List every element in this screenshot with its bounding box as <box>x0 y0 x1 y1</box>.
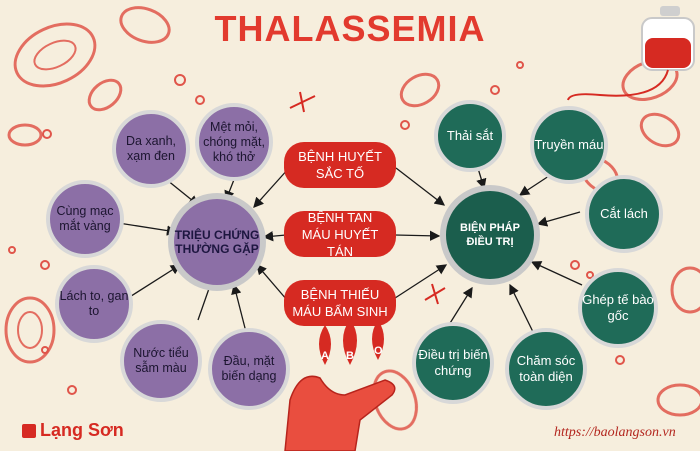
symptom-node-spleen: Lách to, gan to <box>55 265 133 343</box>
disease-pill-congenital-anemia: BỆNH THIẾU MÁU BẨM SINH <box>284 280 396 326</box>
treatment-node-stem-cell: Ghép tế bào gốc <box>578 268 658 348</box>
symptom-node-urine: Nước tiểu sẫm màu <box>120 320 202 402</box>
brand-logo[interactable]: Lạng Sơn <box>22 420 124 441</box>
symptom-node-eyes: Cùng mạc mắt vàng <box>46 180 124 258</box>
treatment-hub-label: BIỆN PHÁP ĐIỀU TRỊ <box>460 222 520 248</box>
blood-type-a: A <box>321 350 329 362</box>
blood-type-b: B <box>346 350 354 362</box>
symptom-node-face: Đầu, mặt biến dạng <box>208 328 290 410</box>
symptom-node-skin: Da xanh, xạm đen <box>112 110 190 188</box>
page-title: THALASSEMIA <box>214 8 486 49</box>
treatment-node-complications: Điều trị biến chứng <box>412 322 494 404</box>
symptoms-hub: TRIỆU CHỨNG THƯỜNG GẶP <box>168 193 266 291</box>
logo-mark-icon <box>22 423 36 438</box>
treatment-label: Chăm sóc toàn diện <box>516 353 576 384</box>
treatment-label: Thải sắt <box>446 128 494 143</box>
disease-label: BỆNH THIẾU MÁU BẨM SINH <box>292 287 388 319</box>
disease-label: BỆNH HUYẾT SẮC TỐ <box>298 149 382 181</box>
disease-label: BỆNH TAN MÁU HUYẾT TÁN <box>301 209 379 259</box>
treatment-hub: BIỆN PHÁP ĐIỀU TRỊ <box>440 185 540 285</box>
disease-pill-hemolysis: BỆNH TAN MÁU HUYẾT TÁN <box>284 209 396 259</box>
treatment-node-transfusion: Truyền máu <box>530 106 608 184</box>
treatment-node-comprehensive-care: Chăm sóc toàn diện <box>505 328 587 410</box>
treatment-label: Điều trị biến chứng <box>418 347 488 378</box>
symptom-label: Nước tiểu sẫm màu <box>133 346 189 375</box>
treatment-label: Cắt lách <box>600 206 648 221</box>
treatment-node-iron-chelation: Thải sắt <box>434 100 506 172</box>
treatment-label: Truyền máu <box>534 137 604 152</box>
website-url[interactable]: https://baolangson.vn <box>554 425 676 440</box>
symptom-label: Da xanh, xạm đen <box>125 134 177 163</box>
disease-pill-hemoglobin: BỆNH HUYẾT SẮC TỐ <box>284 142 396 188</box>
symptom-label: Mệt mỏi, chóng mặt, khó thở <box>203 119 265 164</box>
symptom-node-fatigue: Mệt mỏi, chóng mặt, khó thở <box>195 103 273 181</box>
blood-type-o: O <box>374 345 383 357</box>
symptom-label: Lách to, gan to <box>59 289 129 318</box>
symptom-label: Đầu, mặt biến dạng <box>221 354 277 383</box>
symptom-label: Cùng mạc mắt vàng <box>56 204 114 233</box>
treatment-label: Ghép tế bào gốc <box>582 292 654 323</box>
logo-text: Lạng Sơn <box>40 420 124 440</box>
symptoms-hub-label: TRIỆU CHỨNG THƯỜNG GẶP <box>174 228 260 256</box>
treatment-node-splenectomy: Cắt lách <box>585 175 663 253</box>
